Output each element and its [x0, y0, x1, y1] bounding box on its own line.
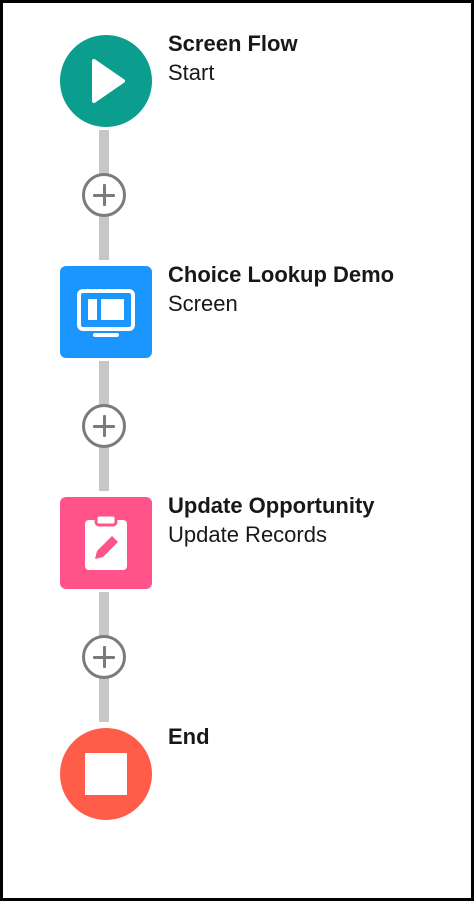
node-type: Update Records — [168, 522, 327, 547]
node-title: Screen Flow — [168, 31, 298, 56]
clipboard-edit-icon — [85, 513, 127, 570]
start-node[interactable] — [60, 35, 152, 127]
node-type: Screen — [168, 291, 238, 316]
screen-icon — [77, 289, 135, 337]
screen-node-label: Choice Lookup Demo Screen — [168, 261, 394, 319]
play-icon — [92, 59, 125, 103]
add-element-button[interactable] — [82, 173, 126, 217]
node-title: Choice Lookup Demo — [168, 262, 395, 287]
node-title: End — [168, 724, 210, 749]
update-records-node[interactable] — [60, 497, 152, 589]
screen-node[interactable] — [60, 266, 152, 358]
end-node[interactable] — [60, 728, 152, 820]
start-node-label: Screen Flow Start — [168, 30, 298, 88]
stop-icon — [85, 753, 127, 795]
node-type: Start — [168, 60, 215, 85]
end-node-label: End — [168, 723, 210, 751]
add-element-button[interactable] — [82, 635, 126, 679]
add-element-button[interactable] — [82, 404, 126, 448]
node-title: Update Opportunity — [168, 493, 375, 518]
update-records-node-label: Update Opportunity Update Records — [168, 492, 375, 550]
